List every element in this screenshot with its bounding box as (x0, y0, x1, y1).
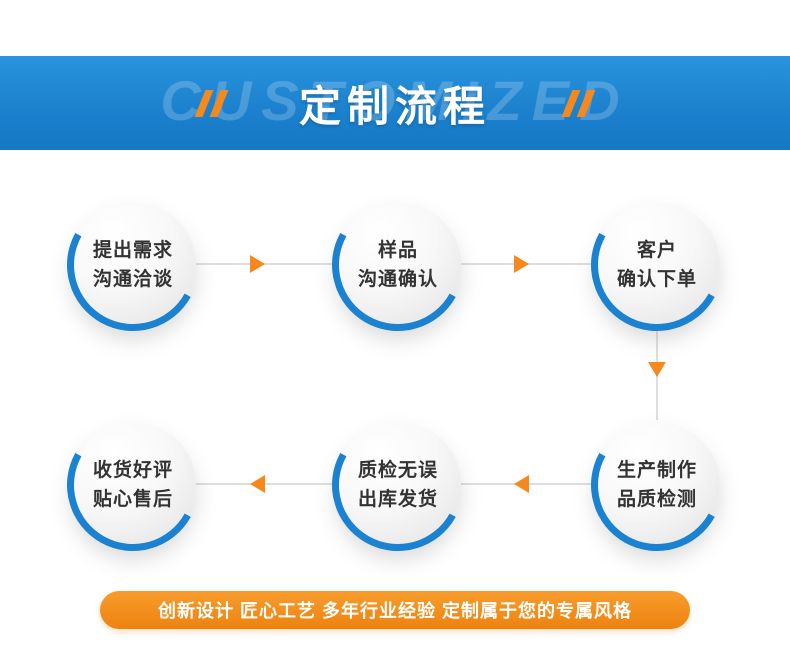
step-label: 质检无误 (357, 459, 438, 481)
page-title: 定制流程 (298, 82, 491, 130)
step-circle-6: 收货好评 贴心售后 (51, 403, 215, 567)
slash-icon (209, 89, 229, 117)
step-label: 贴心售后 (92, 489, 173, 510)
footer-slogan-banner: 创新设计 匠心工艺 多年行业经验 定制属于您的专属风格 (100, 591, 690, 629)
step-circle-4: 生产制作 品质检测 (575, 403, 739, 567)
step-circle-5: 质检无误 出库发货 (316, 403, 480, 567)
section-banner: CUSTOMIZED 定制流程 (0, 56, 790, 150)
step-circle-3: 客户 确认下单 (575, 183, 739, 347)
step-label: 生产制作 (616, 459, 697, 481)
step-label: 沟通洽谈 (92, 269, 173, 290)
step-label: 品质检测 (616, 489, 697, 510)
step-circle-2: 样品 沟通确认 (316, 183, 480, 347)
footer-slogan-text: 创新设计 匠心工艺 多年行业经验 定制属于您的专属风格 (157, 601, 632, 621)
banner-title-row: 定制流程 (0, 56, 790, 150)
arrow-left-icon (250, 475, 265, 493)
connector-line (196, 483, 335, 485)
quote-slash-right-icon (561, 89, 596, 117)
arrow-right-icon (250, 255, 265, 273)
connector-line (196, 263, 335, 265)
step-label: 收货好评 (92, 459, 173, 481)
step-label: 提出需求 (92, 239, 173, 261)
banner-watermark: CUSTOMIZED (160, 69, 630, 132)
step-label: 样品 (377, 239, 418, 261)
quote-slash-left-icon (194, 89, 229, 117)
step-label: 客户 (636, 239, 677, 261)
arrow-down-icon (648, 362, 666, 377)
arrow-right-icon (514, 255, 529, 273)
slash-icon (576, 89, 596, 117)
step-label: 沟通确认 (357, 269, 438, 290)
step-label: 出库发货 (357, 489, 438, 510)
arrow-left-icon (514, 475, 529, 493)
step-label: 确认下单 (616, 269, 697, 290)
step-circle-1: 提出需求 沟通洽谈 (51, 183, 215, 347)
